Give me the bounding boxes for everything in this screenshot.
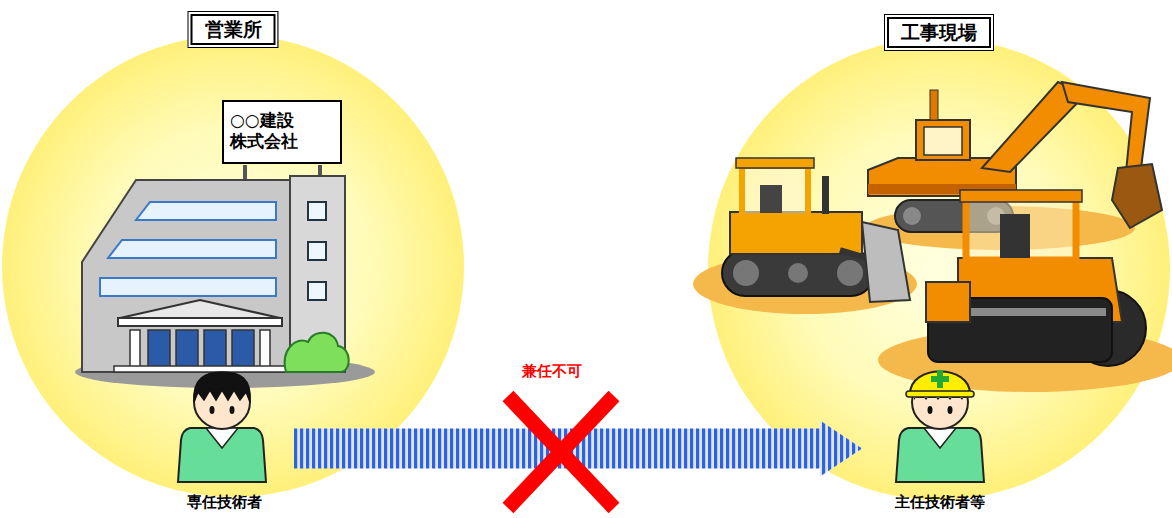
person-icon bbox=[178, 372, 266, 482]
excavator bbox=[1062, 82, 1150, 176]
bulldozer bbox=[742, 166, 808, 216]
office-building bbox=[308, 282, 326, 300]
bulldozer bbox=[837, 260, 863, 286]
bulldozer bbox=[760, 185, 782, 213]
office-building bbox=[148, 330, 170, 368]
worker-icon bbox=[912, 375, 968, 429]
bulldozer bbox=[788, 263, 808, 283]
excavator bbox=[987, 207, 1005, 225]
bulldozer bbox=[840, 250, 880, 262]
zone-circle: 工事現場主任技術者等 bbox=[708, 38, 1170, 500]
excavator bbox=[982, 82, 1086, 172]
excavator bbox=[1112, 164, 1162, 228]
worker-icon bbox=[914, 392, 966, 400]
bulldozer bbox=[736, 158, 814, 168]
office-building bbox=[204, 330, 226, 368]
office-building bbox=[243, 165, 247, 182]
road-roller bbox=[958, 258, 1122, 322]
road-roller bbox=[934, 308, 1106, 316]
zone-circle: 営業所○○建設 株式会社専任技術者 bbox=[2, 35, 464, 497]
excavator bbox=[916, 120, 970, 160]
office-building bbox=[75, 165, 375, 388]
person-icon bbox=[194, 375, 250, 429]
worker-icon bbox=[896, 370, 984, 482]
office-building bbox=[136, 202, 276, 220]
office-building bbox=[82, 180, 292, 372]
office-building bbox=[285, 333, 349, 372]
person-node: 専任技術者 bbox=[155, 385, 294, 512]
bulldozer bbox=[822, 176, 829, 214]
excavator bbox=[924, 127, 962, 155]
road-roller bbox=[966, 198, 1076, 260]
zone-fill bbox=[2, 35, 464, 497]
role-label: 専任技術者 bbox=[187, 493, 262, 512]
worker-icon bbox=[931, 376, 949, 382]
worker-icon bbox=[928, 406, 933, 414]
company-sign-text: ○○建設 株式会社 bbox=[230, 110, 336, 153]
road-roller bbox=[928, 298, 1112, 362]
office-building bbox=[176, 330, 198, 368]
person-node: 主任技術者等 bbox=[862, 385, 1018, 512]
worker-icon bbox=[906, 391, 974, 397]
bulldozer bbox=[693, 158, 917, 314]
red-cross bbox=[508, 396, 614, 508]
office-building bbox=[120, 300, 280, 318]
red-cross bbox=[508, 396, 614, 508]
bulldozer bbox=[693, 254, 917, 314]
worker-icon bbox=[948, 406, 953, 414]
edge-label: 兼任不可 bbox=[522, 361, 582, 380]
office-building bbox=[130, 330, 140, 368]
office-building bbox=[114, 366, 286, 372]
bulldozer bbox=[862, 222, 910, 302]
office-building bbox=[108, 240, 276, 258]
office-building bbox=[75, 356, 375, 388]
excavator bbox=[895, 200, 1013, 232]
person-icon bbox=[194, 372, 250, 402]
striped-arrow bbox=[294, 421, 862, 477]
red-cross bbox=[508, 396, 614, 508]
bulldozer bbox=[730, 212, 862, 254]
company-sign: ○○建設 株式会社 bbox=[222, 100, 342, 164]
road-roller bbox=[1070, 290, 1146, 366]
excavator bbox=[868, 184, 1016, 194]
office-building bbox=[290, 176, 345, 372]
person-icon bbox=[206, 428, 238, 448]
road-roller bbox=[878, 190, 1172, 392]
road-roller bbox=[878, 328, 1172, 392]
worker-icon bbox=[924, 428, 956, 448]
excavator bbox=[868, 158, 1016, 196]
bulldozer bbox=[733, 260, 759, 286]
office-building bbox=[308, 242, 326, 260]
bulldozer bbox=[722, 250, 874, 296]
zone-fill bbox=[708, 38, 1170, 500]
excavator bbox=[930, 90, 938, 120]
excavator bbox=[865, 206, 1135, 250]
road-roller bbox=[1000, 214, 1030, 258]
zone-heading: 営業所 bbox=[188, 11, 279, 48]
office-building bbox=[118, 318, 282, 326]
person-icon bbox=[230, 406, 235, 414]
road-roller bbox=[960, 190, 1082, 202]
zone-heading: 工事現場 bbox=[884, 14, 994, 51]
excavator bbox=[903, 207, 921, 225]
worker-icon bbox=[937, 370, 943, 388]
zone-outline bbox=[708, 38, 1170, 500]
excavator bbox=[865, 82, 1162, 250]
person-icon bbox=[178, 428, 266, 482]
worker-icon bbox=[910, 372, 970, 395]
office-building bbox=[318, 165, 322, 182]
office-building bbox=[260, 330, 270, 368]
road-roller bbox=[926, 282, 970, 322]
person-icon bbox=[210, 406, 215, 414]
worker-icon bbox=[896, 428, 984, 482]
office-building bbox=[100, 278, 276, 296]
office-building bbox=[232, 330, 254, 368]
office-building bbox=[308, 202, 326, 220]
role-label: 主任技術者等 bbox=[895, 493, 985, 512]
